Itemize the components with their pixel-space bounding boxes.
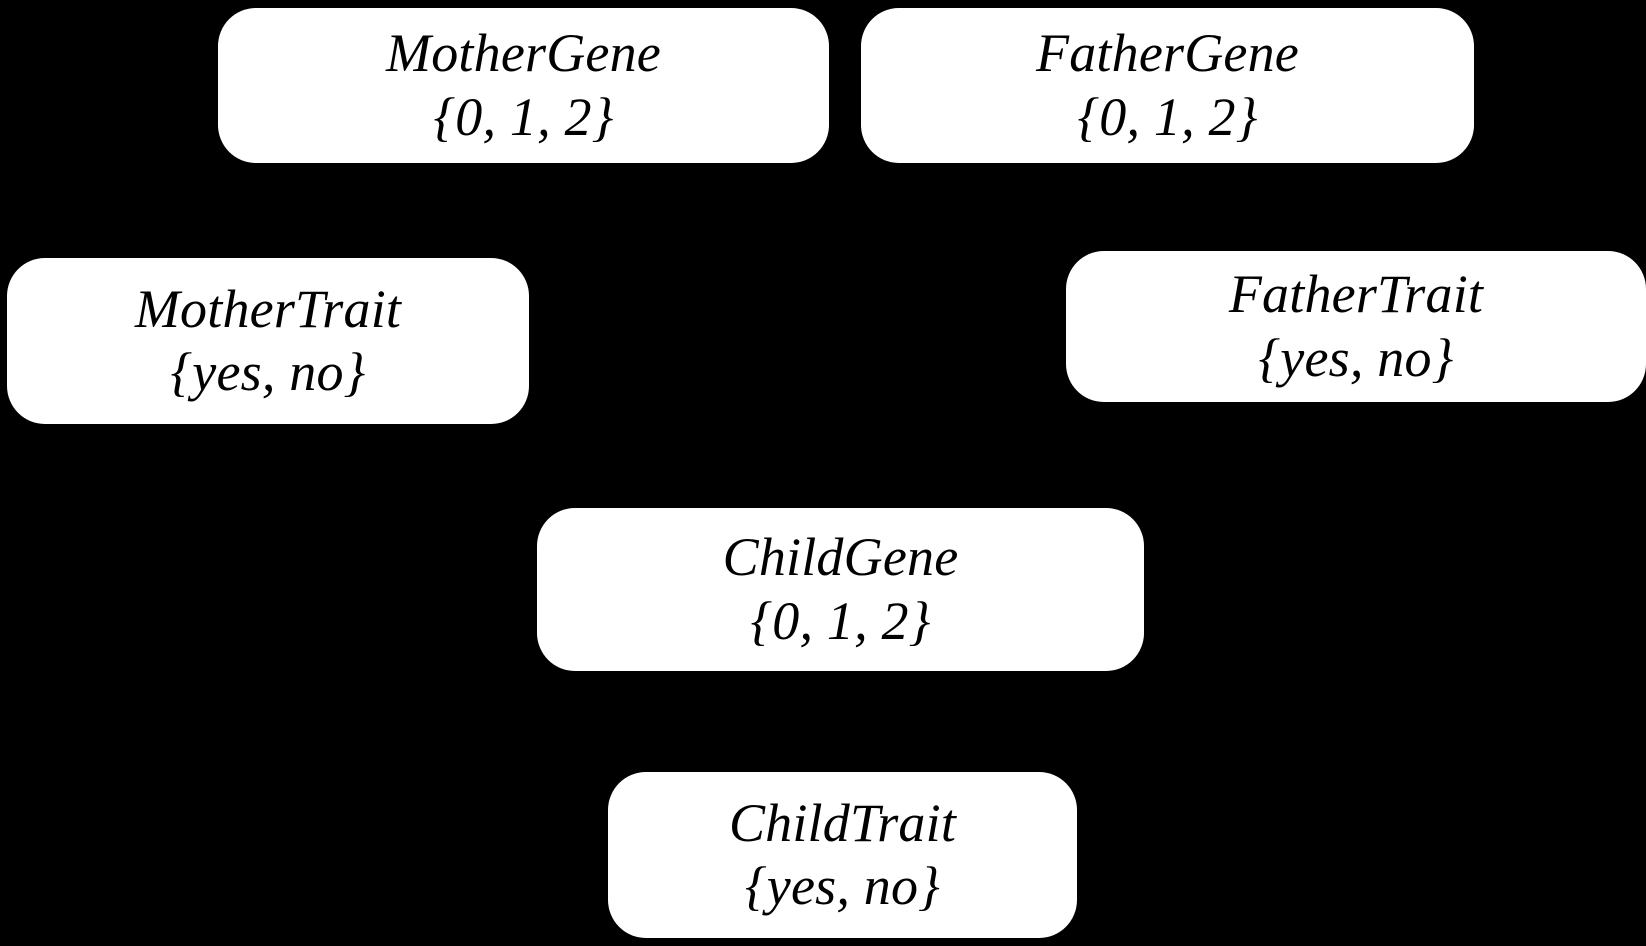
node-father-gene[interactable]: FatherGene {0, 1, 2} — [861, 8, 1474, 163]
node-child-trait-domain: {yes, no} — [745, 856, 940, 916]
node-child-trait-label: ChildTrait — [728, 792, 957, 853]
node-father-trait[interactable]: FatherTrait {yes, no} — [1066, 251, 1646, 402]
node-child-gene[interactable]: ChildGene {0, 1, 2} — [537, 508, 1144, 671]
node-child-gene-domain: {0, 1, 2} — [750, 590, 931, 651]
node-mother-gene-label: MotherGene — [386, 23, 661, 84]
node-child-trait[interactable]: ChildTrait {yes, no} — [608, 772, 1077, 938]
node-father-trait-domain: {yes, no} — [1258, 327, 1454, 388]
node-mother-trait-domain: {yes, no} — [170, 342, 366, 402]
node-child-gene-label: ChildGene — [722, 527, 959, 588]
node-father-gene-label: FatherGene — [1036, 23, 1299, 84]
node-mother-trait[interactable]: MotherTrait {yes, no} — [7, 258, 529, 424]
node-mother-gene-domain: {0, 1, 2} — [433, 86, 614, 147]
node-father-trait-label: FatherTrait — [1228, 264, 1484, 325]
node-father-gene-domain: {0, 1, 2} — [1077, 86, 1258, 147]
node-mother-gene[interactable]: MotherGene {0, 1, 2} — [218, 8, 829, 163]
node-mother-trait-label: MotherTrait — [134, 278, 402, 339]
